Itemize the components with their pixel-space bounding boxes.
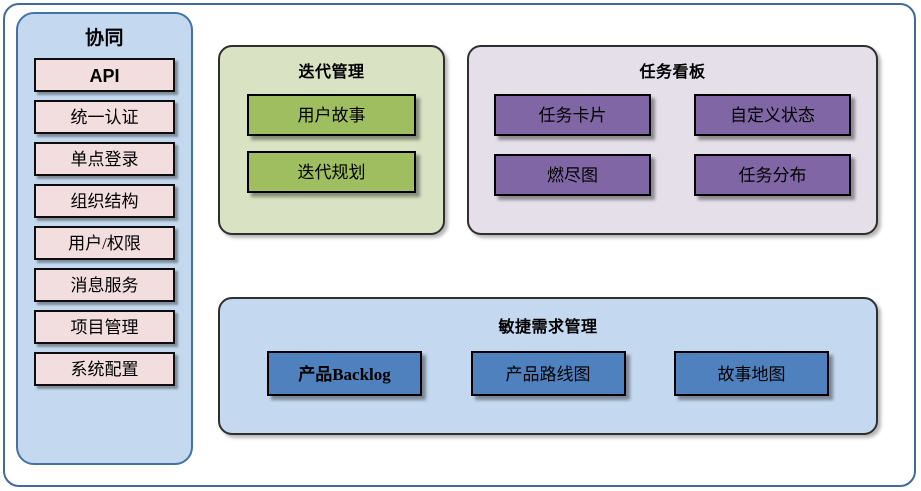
sidebar-collaboration-panel: 协同 API 统一认证 单点登录 组织结构 用户/权限 消息服务 项目管理 系统… [16,12,193,465]
task-board-item-task-card[interactable]: 任务卡片 [494,94,651,136]
iteration-item-iteration-planning[interactable]: 迭代规划 [247,151,416,193]
task-board-item-grid: 任务卡片 自定义状态 燃尽图 任务分布 [469,94,876,196]
sidebar-item-single-sign-on[interactable]: 单点登录 [34,142,175,176]
iteration-item-user-story[interactable]: 用户故事 [247,94,416,136]
task-board-item-burndown-chart[interactable]: 燃尽图 [494,154,651,196]
sidebar-item-system-config[interactable]: 系统配置 [34,352,175,386]
agile-requirement-management-panel: 敏捷需求管理 产品Backlog 产品路线图 故事地图 [218,297,878,435]
iteration-management-panel: 迭代管理 用户故事 迭代规划 [218,45,445,235]
iteration-item-list: 用户故事 迭代规划 [220,94,443,193]
sidebar-title: 协同 [84,28,124,49]
sidebar-item-message-service[interactable]: 消息服务 [34,268,175,302]
agile-item-story-map[interactable]: 故事地图 [674,351,829,396]
sidebar-item-list: API 统一认证 单点登录 组织结构 用户/权限 消息服务 项目管理 系统配置 [18,58,191,386]
sidebar-item-project-management[interactable]: 项目管理 [34,310,175,344]
task-board-panel: 任务看板 任务卡片 自定义状态 燃尽图 任务分布 [467,45,878,235]
task-board-panel-title: 任务看板 [639,64,706,81]
sidebar-item-api[interactable]: API [34,58,175,92]
iteration-panel-title: 迭代管理 [298,64,365,81]
agile-item-product-roadmap[interactable]: 产品路线图 [470,351,626,396]
task-board-item-custom-status[interactable]: 自定义状态 [694,94,851,136]
sidebar-item-org-structure[interactable]: 组织结构 [34,184,175,218]
agile-item-product-backlog[interactable]: 产品Backlog [267,351,422,396]
sidebar-item-user-permission[interactable]: 用户/权限 [34,226,175,260]
sidebar-item-unified-auth[interactable]: 统一认证 [34,100,175,134]
agile-item-row: 产品Backlog 产品路线图 故事地图 [220,351,876,396]
task-board-item-task-distribution[interactable]: 任务分布 [694,154,851,196]
agile-panel-title: 敏捷需求管理 [498,319,598,336]
